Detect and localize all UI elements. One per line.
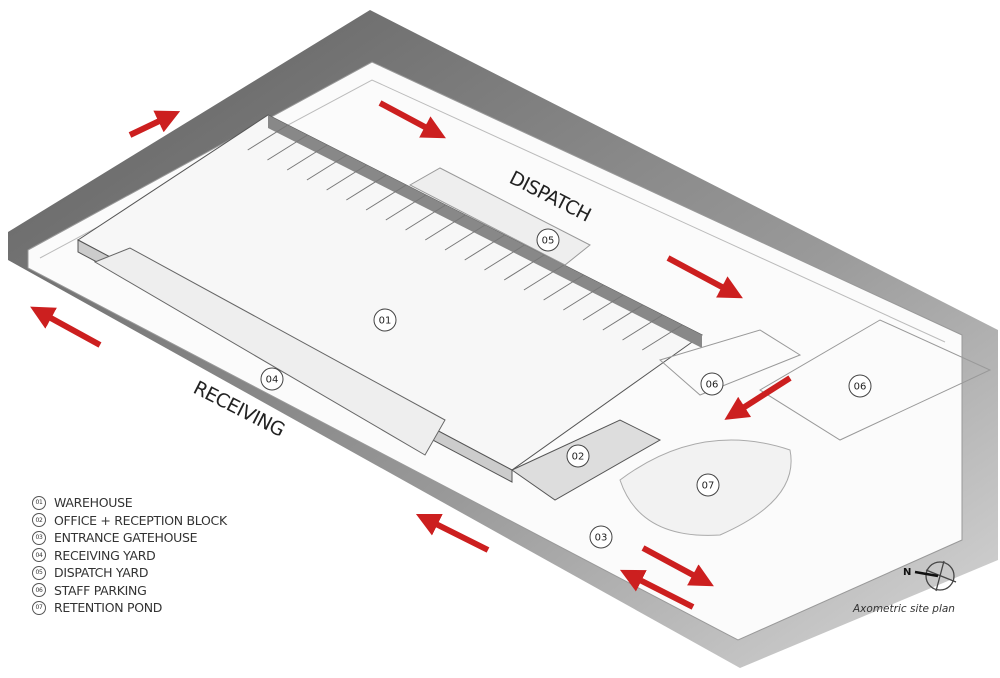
marker-06: 06 [700, 372, 724, 396]
roof-line [385, 194, 427, 221]
roof-line [365, 184, 407, 211]
legend-item: 05 DISPATCH YARD [32, 564, 227, 582]
roof-line [306, 154, 348, 181]
marker-06: 06 [848, 374, 872, 398]
marker-02: 02 [566, 444, 590, 468]
roof-line [405, 204, 446, 231]
roof-line [642, 324, 683, 351]
legend-label: STAFF PARKING [54, 582, 147, 598]
legend-label: OFFICE + RECEPTION BLOCK [54, 512, 227, 528]
marker-07: 07 [696, 473, 720, 497]
roof-line [464, 234, 505, 261]
roof-line [444, 224, 486, 251]
roof-line [523, 264, 565, 291]
traffic-arrow [666, 255, 743, 299]
svg-text:01: 01 [379, 316, 392, 327]
svg-text:03: 03 [595, 533, 608, 544]
marker-03: 03 [589, 525, 613, 549]
legend-label: ENTRANCE GATEHOUSE [54, 530, 198, 545]
roof-line [563, 284, 604, 311]
traffic-arrow [619, 569, 695, 610]
north-arrow-icon: N [903, 560, 957, 592]
svg-text:04: 04 [266, 375, 279, 386]
legend-item: 07 RETENTION POND [32, 599, 227, 617]
traffic-arrow [415, 513, 490, 553]
marker-05: 05 [536, 228, 560, 252]
marker-01: 01 [373, 308, 397, 332]
legend-number: 04 [32, 548, 46, 563]
legend-label: RETENTION POND [54, 600, 163, 615]
svg-text:06: 06 [706, 380, 719, 391]
roof-line [286, 144, 328, 171]
roof-line [582, 294, 624, 321]
roof-line [622, 314, 663, 341]
legend-number: 05 [32, 565, 46, 580]
legend: 01 WAREHOUSE 02 OFFICE + RECEPTION BLOCK 03 E… [32, 494, 227, 617]
roof-line [247, 124, 288, 151]
legend-label: DISPATCH YARD [54, 565, 149, 580]
legend-item: 04 RECEIVING YARD [32, 547, 227, 565]
caption: Axometric site plan [853, 603, 955, 615]
roof-line [602, 304, 644, 331]
roof-line [543, 274, 584, 301]
roof-line [503, 254, 545, 281]
svg-text:07: 07 [702, 481, 715, 492]
legend-item: 01 WAREHOUSE [32, 494, 227, 512]
traffic-arrows [30, 100, 792, 610]
legend-item: 03 ENTRANCE GATEHOUSE [32, 529, 227, 547]
north-label: N [903, 567, 911, 578]
staff-parking [658, 319, 992, 441]
legend-number: 02 [32, 513, 46, 528]
roof-line [425, 214, 466, 241]
legend-item: 02 OFFICE + RECEPTION BLOCK [32, 512, 227, 530]
marker-04: 04 [260, 367, 284, 391]
legend-number: 01 [32, 495, 46, 510]
legend-number: 03 [32, 530, 46, 545]
legend-number: 07 [32, 600, 46, 615]
svg-text:02: 02 [572, 452, 585, 463]
traffic-arrow [641, 545, 714, 587]
svg-text:05: 05 [542, 236, 555, 247]
legend-item: 06 STAFF PARKING [32, 582, 227, 600]
roof-line [267, 134, 308, 161]
receiving-canopy [93, 247, 446, 456]
roof-line [326, 164, 367, 191]
roof-line [346, 174, 387, 201]
legend-label: WAREHOUSE [54, 495, 133, 510]
roof-line [484, 244, 525, 271]
legend-label: RECEIVING YARD [54, 547, 156, 563]
svg-text:06: 06 [854, 382, 867, 393]
legend-number: 06 [32, 583, 46, 598]
traffic-arrow [128, 110, 181, 138]
traffic-arrow [724, 375, 792, 420]
traffic-arrow [378, 100, 446, 139]
traffic-arrow [30, 306, 102, 348]
